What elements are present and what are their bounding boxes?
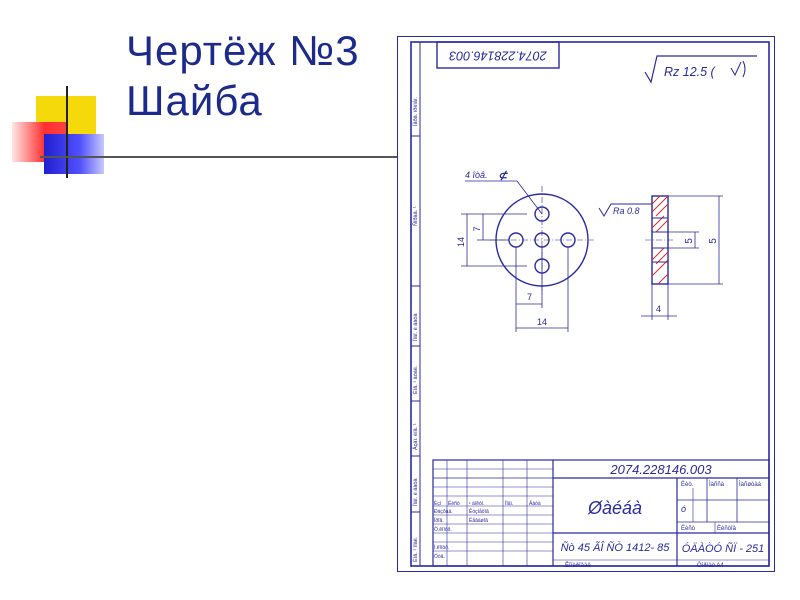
tb-row1-a: Ðàçðàá. [434,508,453,515]
tb-row2-b: Ëåâàøîâ [469,517,488,524]
title-block-material: Ñò 45 ÃÎ ÑÒ 1412- 85 [561,541,671,554]
title-block-doc-code: 2074.228146.003 [609,462,712,477]
tb-row0-c: ¹ äîêóì. [469,501,485,507]
tb-sheet-label: Ëèñò [681,525,696,532]
dim-side-outer-dia: 5 [708,238,719,244]
side-strip-text-7: Èíâ. ¹ ïîäë. [412,536,419,562]
tb-row0-a: Èçì [434,500,442,507]
dim-side-inner-dia: 5 [684,238,695,244]
dim-side-thickness: 4 [656,304,661,314]
dim-vertical-outer: 14 [456,237,466,247]
tb-row5-a: Óòâ. [434,553,445,560]
dim-horizontal-outer: 14 [537,317,547,327]
top-code-box [436,41,560,69]
roughness-main-symbol [644,55,757,84]
side-strip-text-1: Ïåðâ. ïðèìåí. [412,96,419,126]
roughness-check-mark [730,60,746,78]
tb-sheets-label: Ëèñòîâ [717,525,737,532]
title-block-group: ÓÄÀÒÓ ÑÏ - 251 [682,542,765,555]
dim-vertical-inner: 7 [472,226,482,231]
front-horizontal-dimensions [515,247,569,332]
tb-lit-value: ó [681,504,686,514]
slide-title-line1: Чертёж №3 [126,27,360,74]
title-block-part-name: Øàéáà [587,498,642,518]
deco-horizontal-line [40,156,400,158]
side-view [645,195,675,285]
side-view-dimensions [641,195,723,320]
tb-row4-a: Í.êîíòð. [434,544,449,551]
holes-label: 4 îòâ. [465,170,488,180]
tb-mass-label: Ìàññà [709,481,725,488]
tb-row2-a: Ïðîâ. [434,517,444,524]
side-strip-text-4: Èíâ. ¹ äóáë. [412,365,419,394]
side-strip-text-6: Ïîäï. è äàòà [412,478,419,506]
tb-row3-a: Ò.êîíòð. [434,526,452,533]
side-strip [411,42,421,566]
tb-lit-label: Ëèò. [681,481,694,488]
side-strip-text-5: Âçàì. èíâ. ¹ [412,423,419,450]
holes-leader [465,180,543,215]
side-strip-text-3: Ïîäï. è äàòà [412,313,419,341]
top-code-text: 2074.228146.003 [449,49,547,63]
tb-row1-b: Êóçíåöîâ [469,507,489,515]
side-strip-text-2: Ñïðàâ. ¹ [412,206,419,226]
roughness-main-text: Rz 12.5 ( [664,65,717,79]
roughness-face-text: Ra 0.8 [613,206,640,216]
tb-row0-d: Ïîäï. [505,500,513,507]
title-block [432,459,770,567]
deco-blue-square [44,134,104,174]
tb-row0-b: Ëèñò [448,500,460,507]
holes-dia-symbol: ⊄ [498,170,508,182]
tb-scale-label: Ìàñøòàá [739,481,762,488]
tb-row0-e: Äàòà [529,500,541,507]
sheet-outer-border [397,36,775,572]
deco-vertical-line [66,86,68,178]
dim-horizontal-inner: 7 [527,292,532,302]
technical-drawing-sheet: Ïåðâ. ïðèìåí. Ñïðàâ. ¹ Ïîäï. è äàòà Èíâ.… [397,36,775,572]
slide-title: Чертёж №3 Шайба [126,26,360,126]
tb-copied: Êîïèðîâàë [565,561,591,569]
roughness-face-symbol [598,203,652,217]
tb-format: Ôîðìàò A4 [697,562,724,569]
slide-title-line2: Шайба [126,77,263,124]
